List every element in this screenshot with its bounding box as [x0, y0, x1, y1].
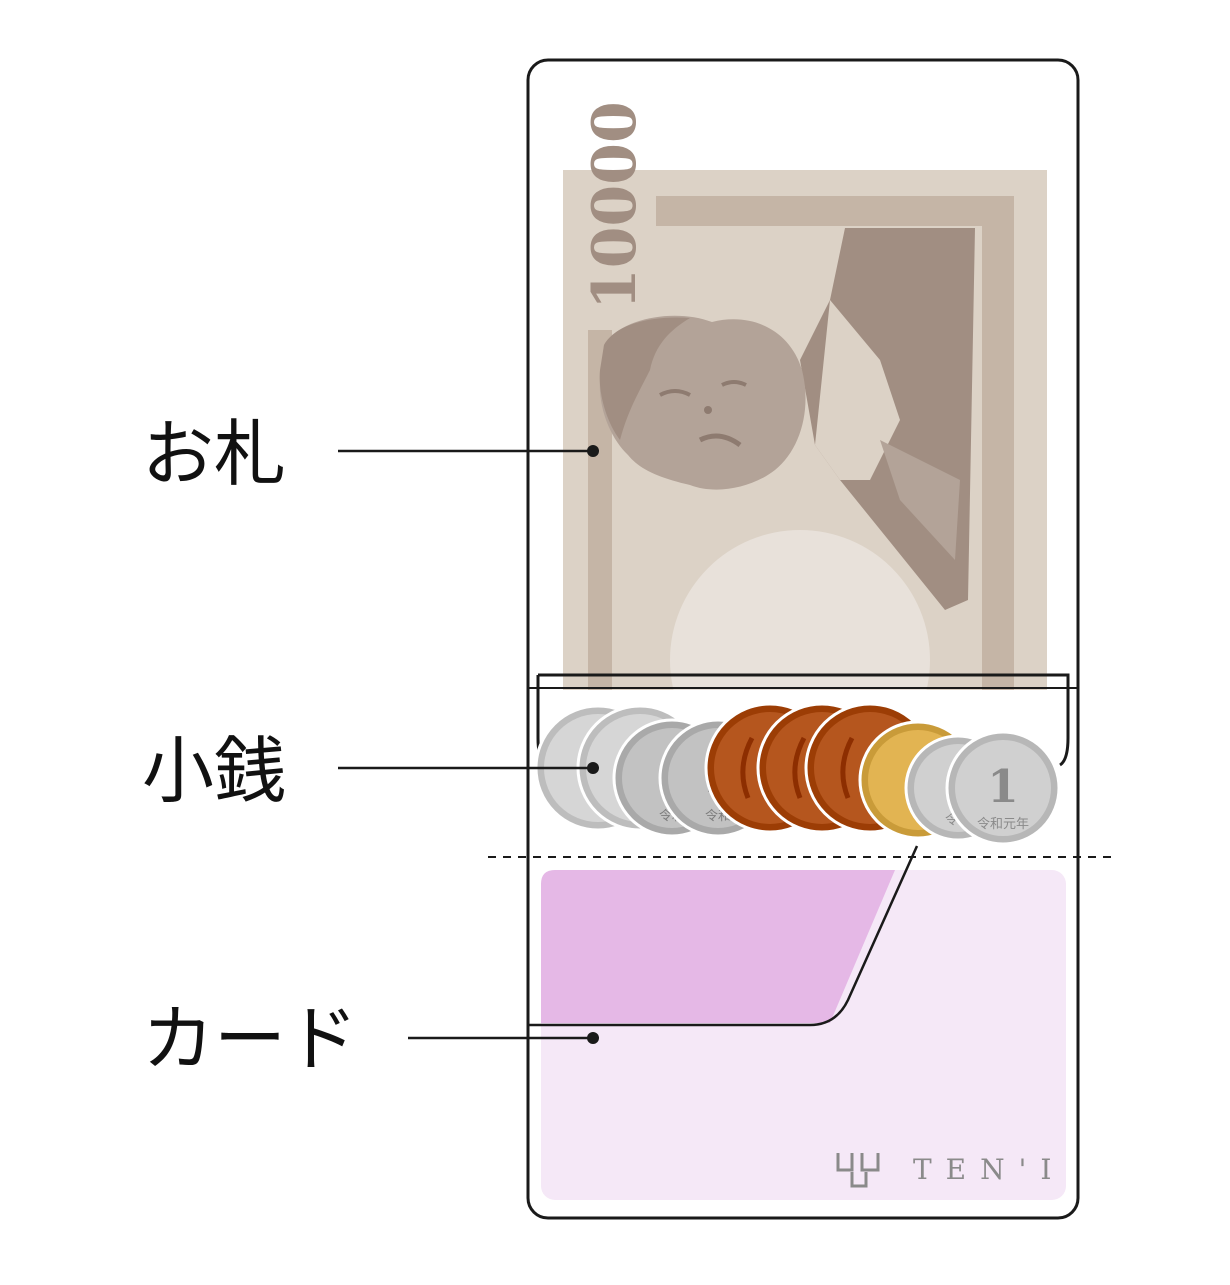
- pointer-dot-cards: [587, 1032, 599, 1044]
- label-coins: 小銭: [142, 729, 287, 813]
- pointer-dot-coins: [587, 762, 599, 774]
- label-bills: お札: [142, 412, 287, 496]
- card-front: [541, 870, 895, 1023]
- coins-group: 1令和1令和令和1令和元年: [534, 702, 1061, 846]
- coin-1-yen: 1 令和元年: [945, 730, 1061, 846]
- card: [541, 870, 1066, 1200]
- pointer-dot-bills: [587, 445, 599, 457]
- card-edge-line: [528, 845, 919, 1027]
- coin-era: 令和元年: [977, 817, 1029, 832]
- leader-lines: [338, 449, 919, 1040]
- coin-mark: 1: [987, 760, 1018, 813]
- banknote-denomination: 10000: [580, 101, 650, 310]
- teni-logo-icon: [836, 1153, 880, 1188]
- label-cards: カード: [142, 997, 359, 1081]
- card-brand-text: TEN'I: [913, 1153, 1066, 1186]
- banknote: 10000: [563, 101, 1047, 690]
- watermark-circle: [670, 530, 930, 690]
